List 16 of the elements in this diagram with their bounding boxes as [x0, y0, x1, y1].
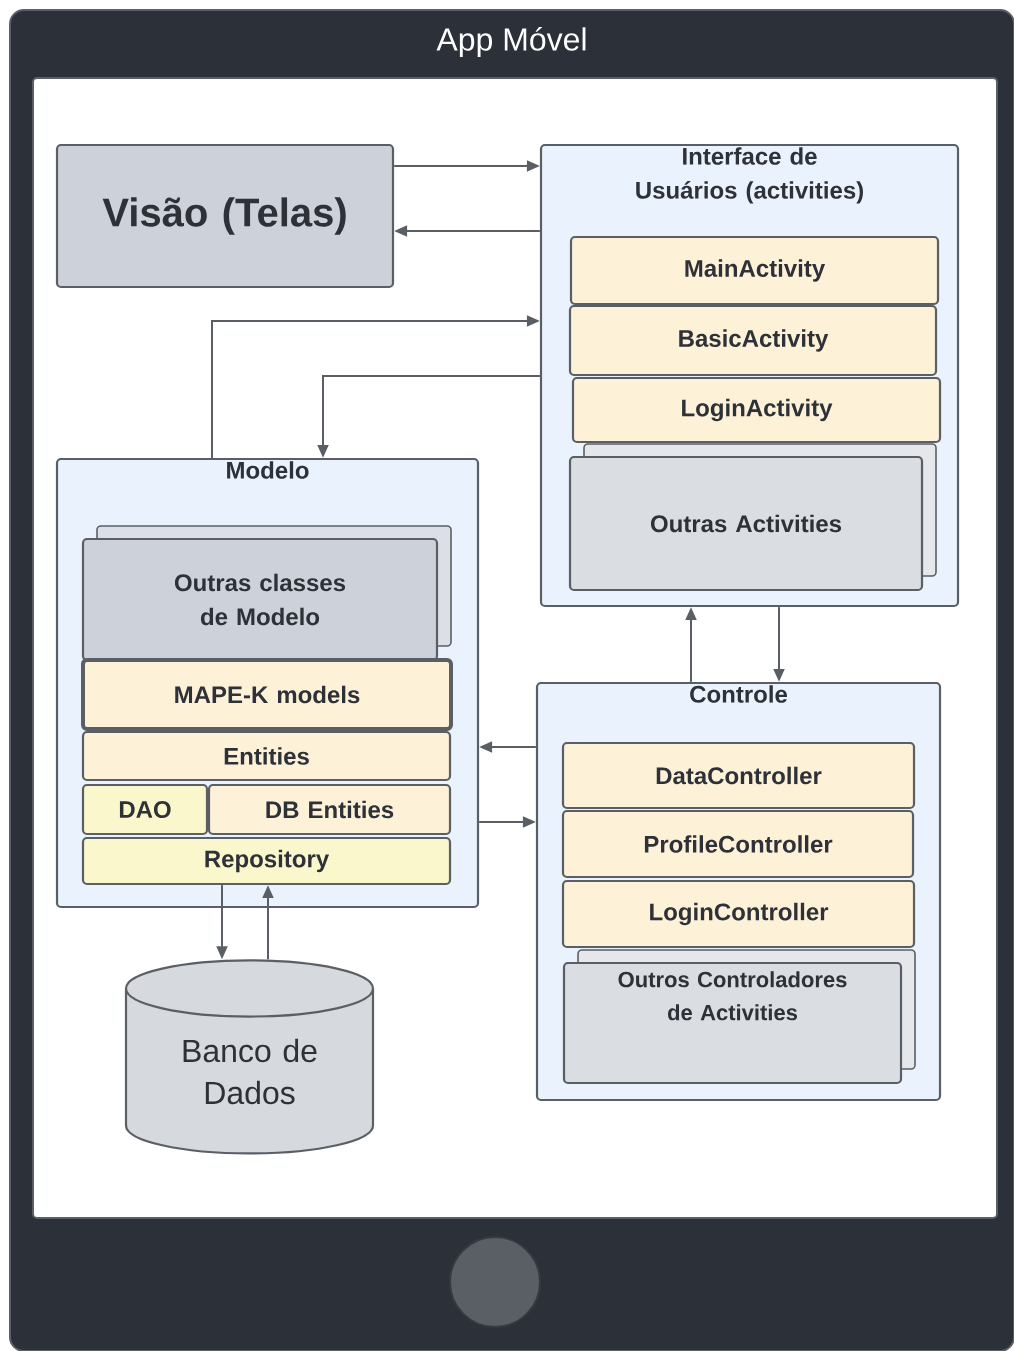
class-box: MAPE-K models — [81, 658, 453, 731]
class-box: DAO — [81, 783, 209, 836]
stacked-box: Outras classes de Modelo — [81, 525, 452, 662]
class-box: Visão (Telas) — [55, 143, 395, 289]
class-box: Repository — [81, 836, 452, 886]
database-cylinder: Banco de Dados — [124, 959, 375, 1155]
stacked-box: Outros Controladores de Activities — [562, 949, 916, 1085]
class-box: DataController — [561, 741, 916, 810]
stacked-box: Outras Activities — [568, 443, 937, 592]
class-box: MainActivity — [569, 235, 940, 306]
class-box: ProfileController — [561, 809, 915, 879]
class-box: LoginController — [561, 879, 916, 949]
class-box: Entities — [81, 730, 452, 782]
class-box: BasicActivity — [568, 304, 938, 377]
class-box: DB Entities — [207, 783, 452, 836]
class-box: LoginActivity — [571, 376, 942, 444]
